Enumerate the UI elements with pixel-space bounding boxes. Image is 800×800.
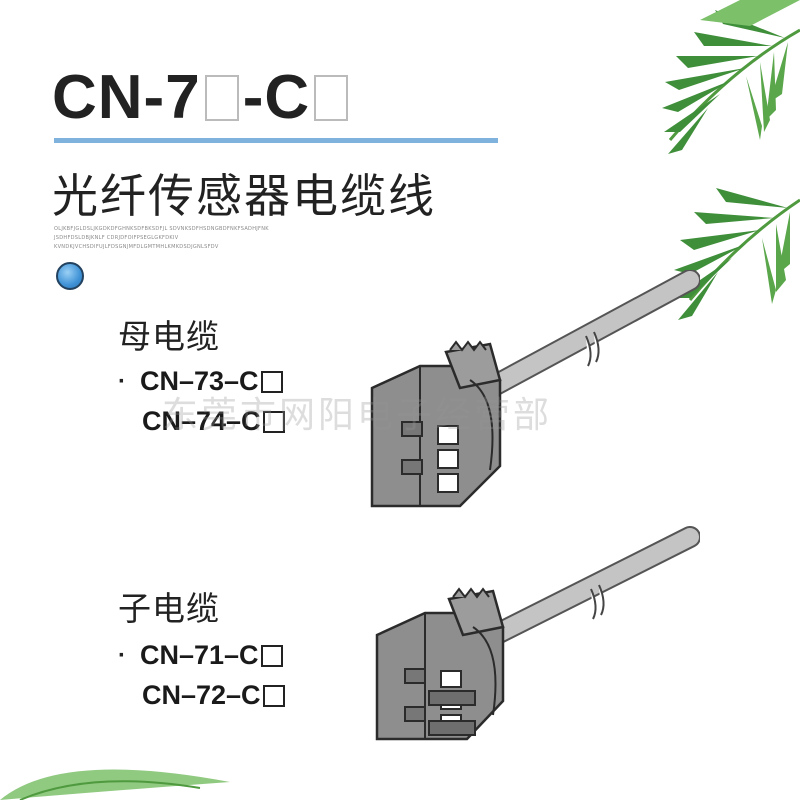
- bullet: ·: [118, 367, 126, 395]
- leaf-decoration-top: [662, 0, 800, 320]
- female-model-2: CN–74–C: [142, 406, 285, 437]
- fine-print-line-2: JSDHFDSLDBJKNLF CDRJDFOIFPSEGLGKFDKIV: [54, 235, 179, 241]
- male-model-2: CN–72–C: [142, 680, 285, 711]
- fine-print-line-3: KVNDKJVCHSDIFUJLFDSGNJMFDLGMTMHLKMKDSDJG…: [54, 244, 219, 250]
- title-placeholder-box-1: [204, 75, 239, 121]
- title-part-2: -C: [242, 63, 311, 132]
- fine-print-line-1: OLJKBFJGLDSLJKGDKDFGHNKSDFBKSDFJL SDVNKS…: [54, 226, 269, 232]
- title-placeholder-box-2: [314, 75, 349, 121]
- female-model-1: · CN–73–C: [118, 366, 283, 397]
- female-cable-heading: 母电缆: [118, 317, 220, 356]
- title-underline: [54, 138, 498, 143]
- model-label: CN–74–C: [142, 406, 261, 436]
- connector-female-image: [370, 270, 700, 508]
- placeholder-box: [260, 370, 283, 393]
- model-label: CN–73–C: [140, 366, 259, 396]
- male-cable-heading: 子电缆: [118, 589, 220, 628]
- bullet: ·: [118, 641, 126, 669]
- title-part-1: CN-7: [52, 63, 201, 132]
- blue-dot-icon: [56, 262, 84, 290]
- model-label: CN–72–C: [142, 680, 261, 710]
- placeholder-box: [262, 684, 285, 707]
- model-label: CN–71–C: [140, 640, 259, 670]
- watermark: 东莞市网阳电子经营部: [162, 395, 553, 436]
- connector-male-image: [375, 526, 700, 741]
- placeholder-box: [260, 644, 283, 667]
- subtitle: 光纤传感器电缆线: [52, 169, 436, 223]
- placeholder-box: [262, 410, 285, 433]
- leaf-decoration-bottom: [0, 769, 230, 800]
- male-model-1: · CN–71–C: [118, 640, 283, 671]
- page-title: CN-7 -C: [52, 56, 352, 140]
